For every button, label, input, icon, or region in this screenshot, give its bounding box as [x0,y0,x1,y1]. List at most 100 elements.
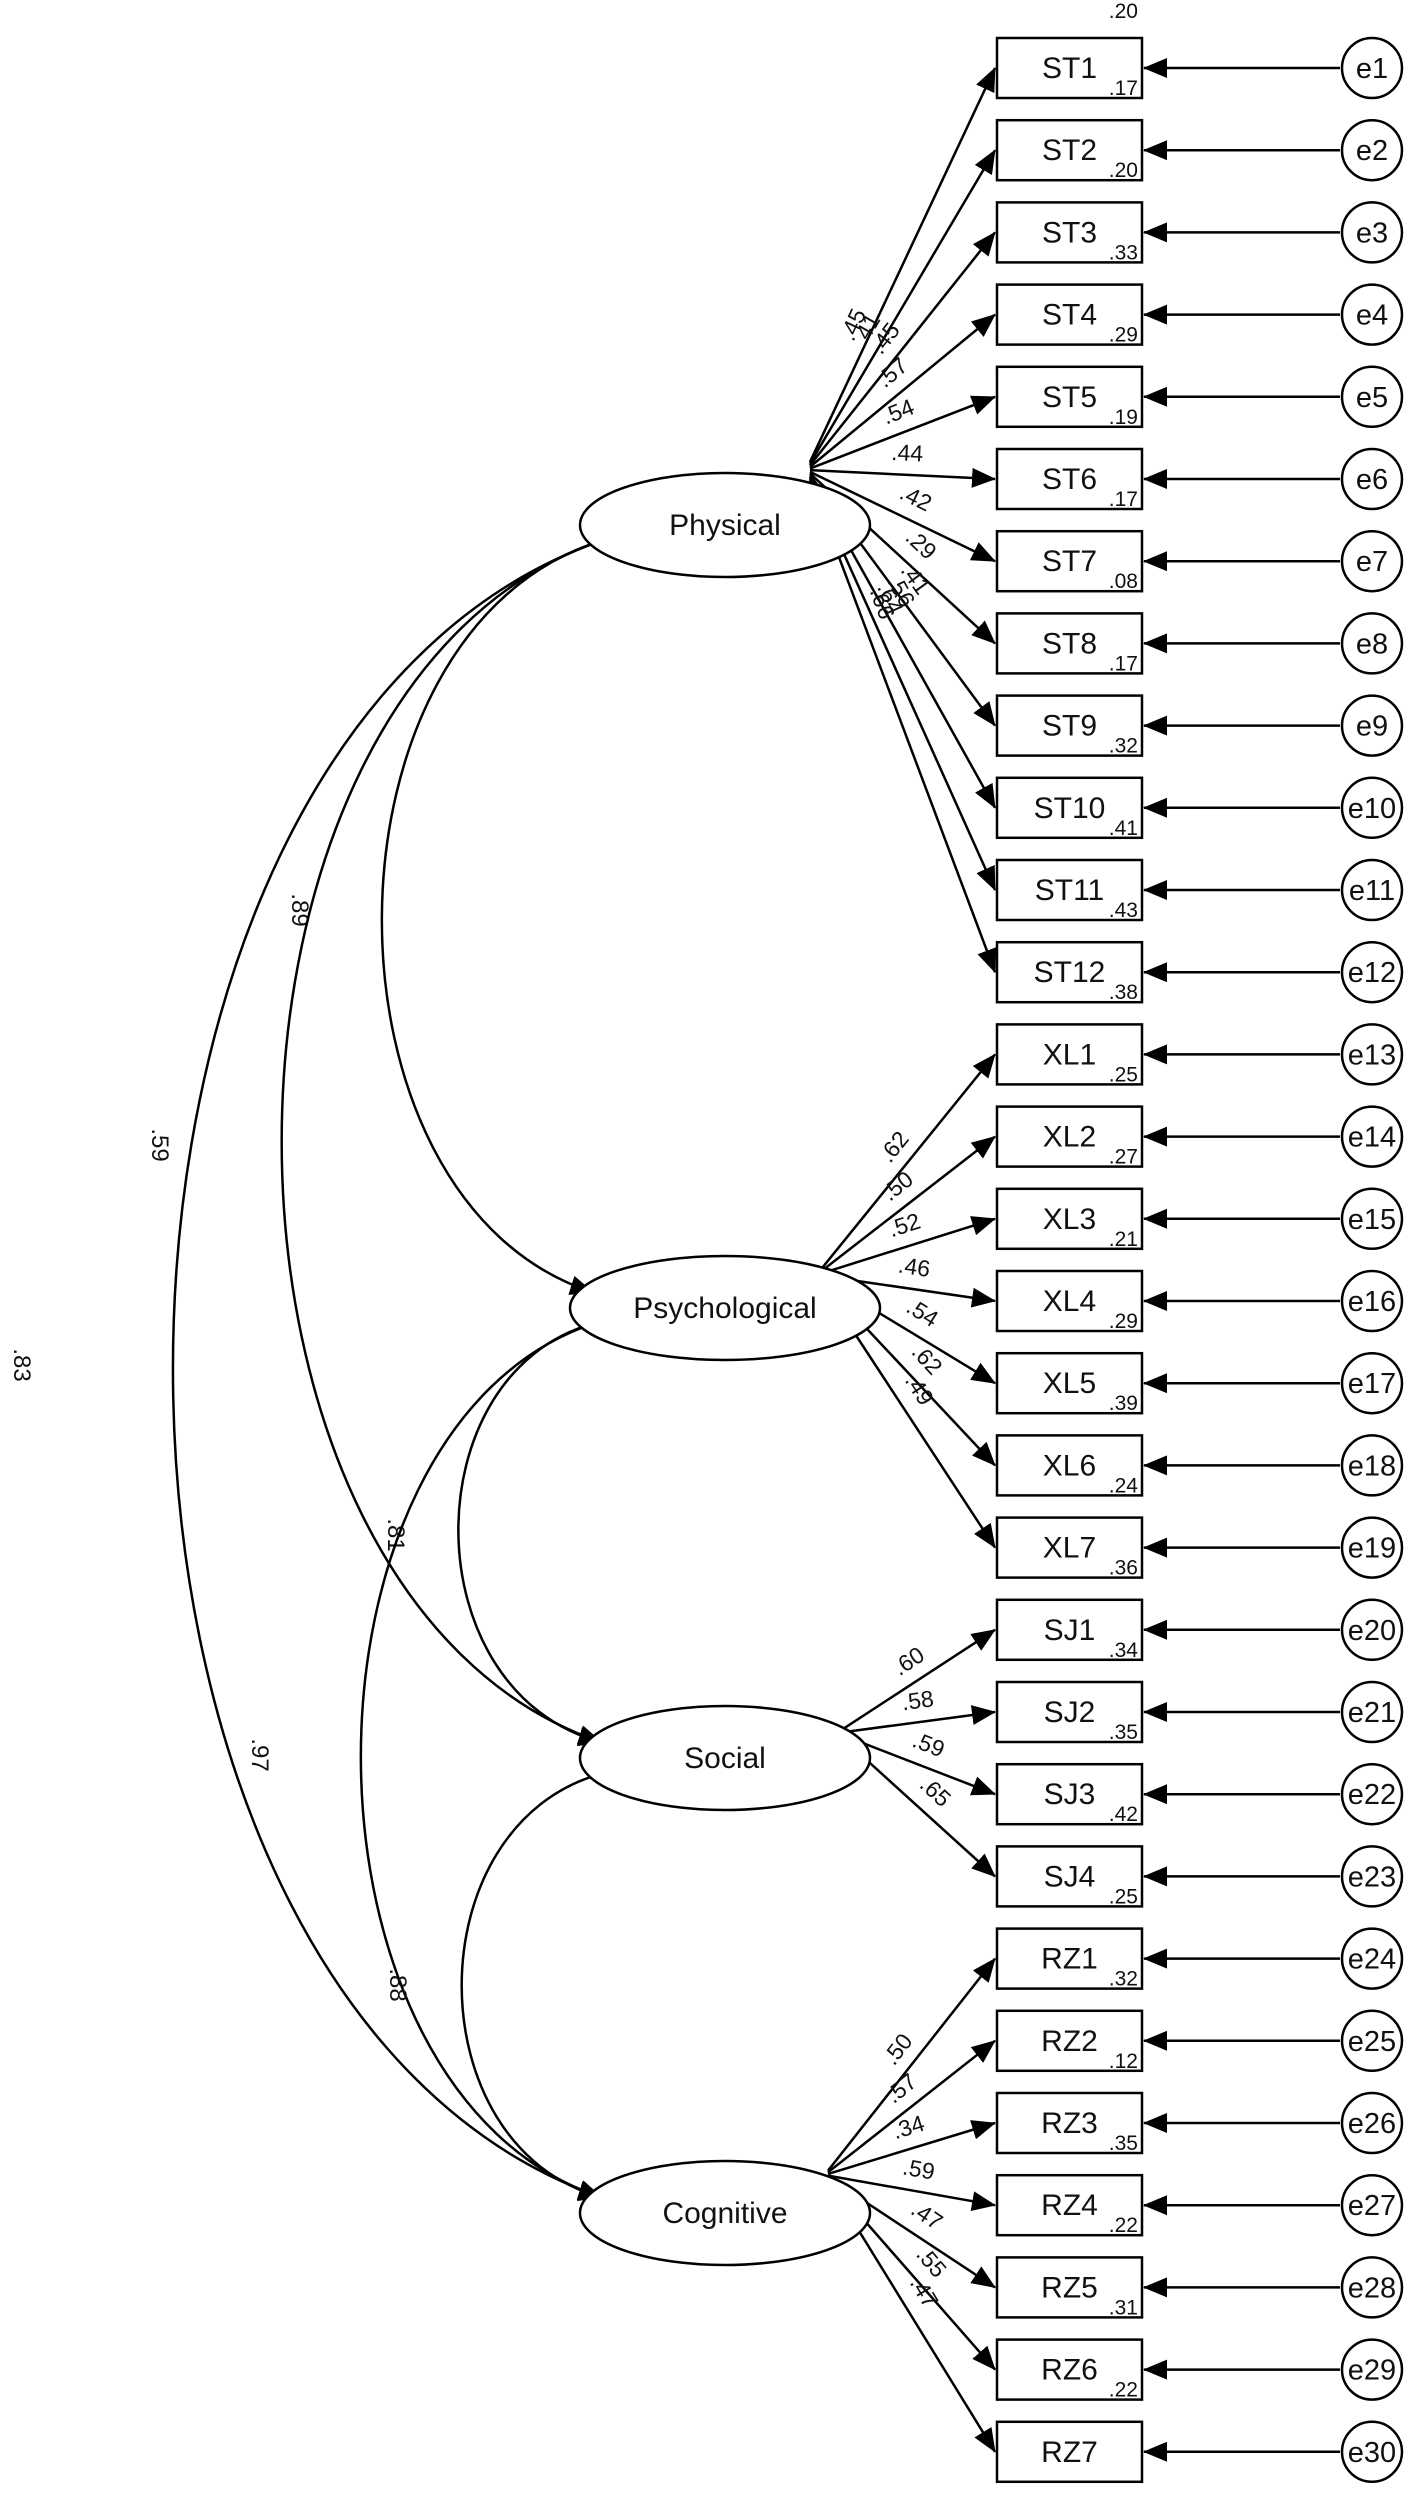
indicator-label: ST5 [1042,381,1097,414]
indicator-box [995,1680,1144,1744]
indicator-label: ST1 [1042,52,1097,85]
r-squared-value: .27 [1109,1146,1138,1169]
correlation-arc [359,1306,619,2200]
error-label: e17 [1348,1368,1396,1400]
indicator-label: RZ5 [1041,2271,1098,2304]
indicator-label: XL2 [1043,1121,1096,1154]
correlation-arc [171,523,627,2200]
loading-value: .29 [901,524,942,565]
loading-path [827,2174,996,2212]
error-label: e4 [1356,300,1388,332]
loading-path [839,1705,996,1734]
correlation-value: .97 [246,1738,273,1771]
indicator-box [995,858,1144,922]
indicator-box [995,2173,1144,2237]
error-label: e9 [1356,711,1388,743]
indicator-box [995,1269,1144,1333]
error-circle [1340,1845,1404,1908]
correlation-layer: .89.59.83.81.97.88 [8,523,627,2201]
error-circle [1340,940,1404,1004]
error-label: e6 [1356,464,1388,496]
error-circle [1340,1762,1404,1826]
error-label: e3 [1356,217,1388,249]
error-circle [1340,1105,1404,1168]
r-squared-value: .35 [1109,2132,1138,2155]
r-squared-value: .17 [1109,652,1138,675]
loading-path [808,149,997,465]
latent-label: Psychological [633,1292,816,1325]
loading-value: .54 [878,393,917,429]
r-squared-value: .34 [1109,1639,1139,1662]
error-label: e28 [1348,2272,1396,2304]
indicator-label: SJ1 [1044,1614,1096,1647]
correlation-arc [457,1307,619,1747]
error-circle [1340,36,1404,100]
error-circle [1340,2420,1404,2484]
r-squared-value: .32 [1109,1968,1138,1991]
loading-value: .59 [901,2153,937,2184]
correlation-value: .88 [384,1968,411,2001]
r-squared-value: .19 [1109,406,1138,429]
error-label: e7 [1356,546,1388,578]
r-squared-value: .08 [1109,570,1138,593]
indicator-box [995,1023,1144,1086]
latent-ellipse [578,471,872,579]
error-circle [1340,447,1404,511]
loading-path [809,467,996,488]
r-squared-value: .31 [1109,2296,1138,2319]
correlation-value: .83 [8,1348,35,1381]
indicator-label: RZ7 [1041,2436,1098,2469]
indicator-box [995,2091,1144,2155]
loading-layer: ST1.17.45ST2.20.41ST3.33.45ST4.29.57ST5.… [808,0,1144,2484]
indicator-label: ST8 [1042,627,1097,660]
indicator-label: RZ1 [1041,1943,1098,1976]
indicator-box [995,1434,1144,1497]
r-squared-value: .35 [1109,1721,1138,1744]
r-squared-value: .38 [1109,981,1138,1004]
r-squared-value: .21 [1109,1228,1138,1251]
indicator-box [995,2420,1144,2484]
loading-value: .46 [897,1252,932,1282]
error-label: e29 [1348,2355,1396,2387]
error-label: e24 [1348,1944,1396,1976]
indicator-label: XL6 [1043,1449,1096,1482]
loading-path [809,313,996,468]
loading-path [827,1957,996,2172]
error-circle [1340,2256,1404,2319]
r-squared-value: .20 [1109,159,1138,182]
loading-value: .60 [888,1641,929,1680]
latent-label: Social [684,1742,766,1775]
indicator-label: SJ3 [1044,1778,1096,1811]
r-squared-value: .22 [1109,2214,1138,2237]
loading-path [819,1135,996,1274]
loading-value: .55 [911,2241,952,2282]
indicator-label: RZ6 [1041,2354,1098,2387]
loading-value: .59 [909,1726,948,1762]
error-label: e12 [1348,957,1396,989]
error-label: e10 [1348,793,1396,825]
indicator-label: ST7 [1042,545,1097,578]
indicator-box [995,1762,1144,1826]
loading-value: .47 [905,2272,944,2313]
error-circle [1340,1598,1404,1662]
indicator-box [995,118,1144,182]
error-circle [1340,283,1404,346]
indicator-label: XL1 [1043,1038,1096,1071]
indicator-box [995,1351,1144,1415]
indicator-label: XL5 [1043,1367,1096,1400]
error-label: e8 [1356,628,1388,660]
loading-value: .58 [900,1685,935,1715]
error-label: e11 [1349,875,1395,907]
indicator-label: ST10 [1034,792,1106,825]
error-circle [1340,2338,1404,2401]
correlation-arc [280,523,627,1745]
error-label: e21 [1348,1697,1396,1729]
indicator-box [995,1187,1144,1251]
indicator-box [995,447,1144,511]
error-label: e18 [1348,1450,1396,1482]
loading-value: .42 [896,479,936,516]
loading-path [819,1053,996,1272]
indicator-label: ST4 [1042,299,1097,332]
loading-path [819,1216,996,1276]
